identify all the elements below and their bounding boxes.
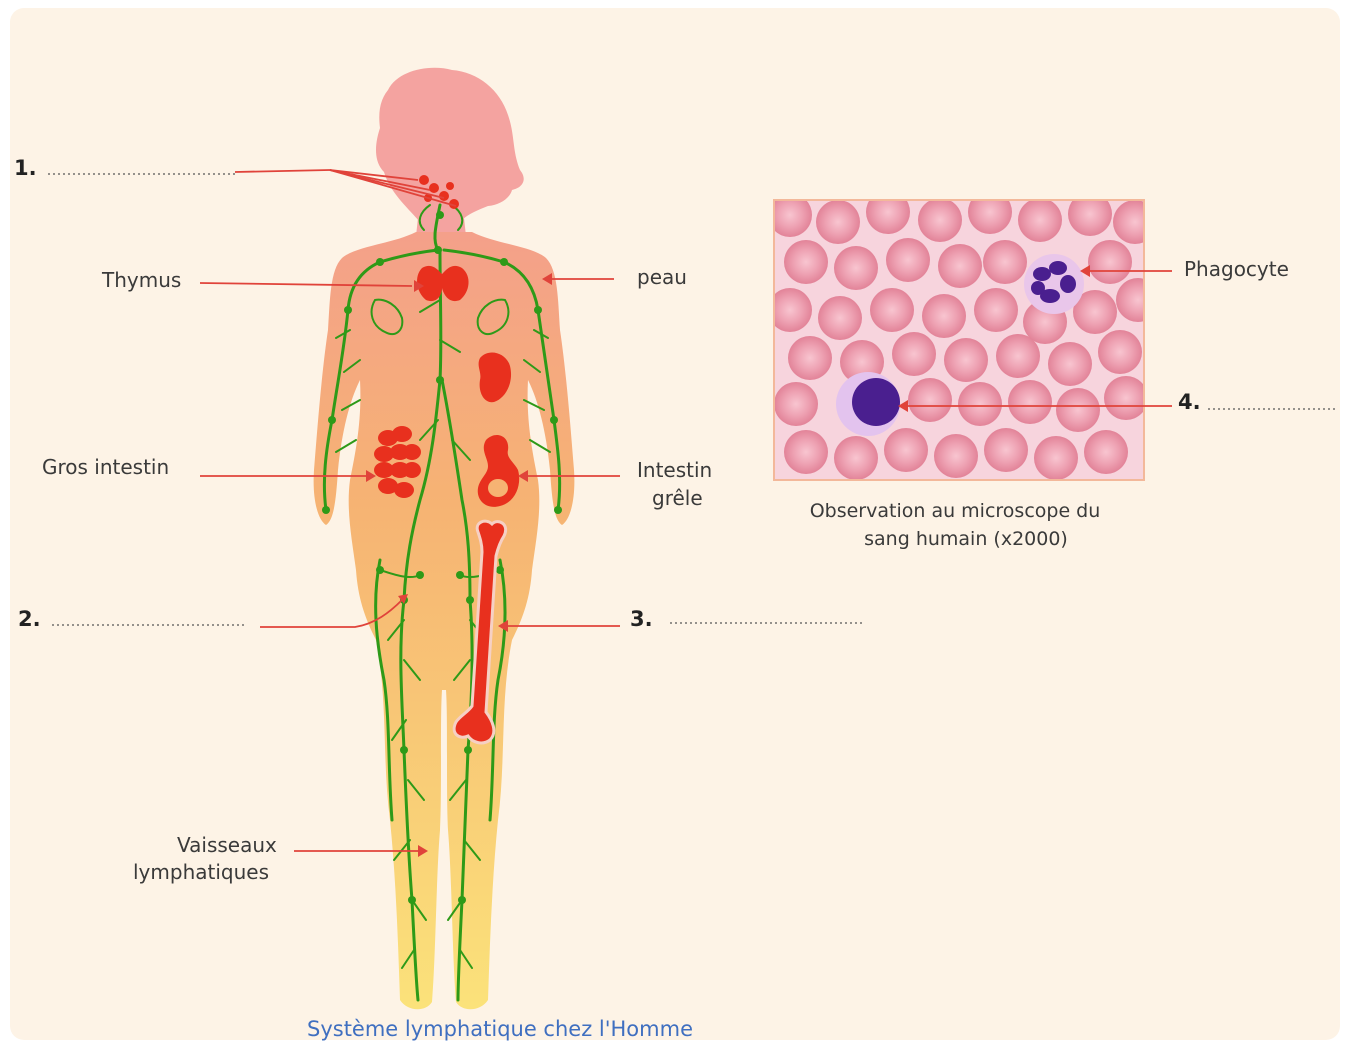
svg-text:2.: 2.	[18, 607, 41, 631]
svg-text:Observation au microscope du: Observation au microscope du	[810, 500, 1101, 522]
svg-text:Vaisseaux: Vaisseaux	[177, 833, 277, 857]
background-panel	[10, 8, 1340, 1040]
phagocyte-cell	[1024, 254, 1084, 314]
svg-text:4.: 4.	[1178, 390, 1201, 414]
lymphocyte-cell	[836, 372, 900, 436]
diagram-title: Système lymphatique chez l'Homme	[307, 1017, 693, 1041]
svg-text:peau: peau	[637, 265, 687, 289]
svg-text:lymphatiques: lymphatiques	[133, 860, 269, 884]
svg-text:Thymus: Thymus	[101, 268, 181, 292]
svg-text:sang humain (x2000): sang humain (x2000)	[864, 528, 1068, 550]
svg-text:grêle: grêle	[652, 486, 703, 510]
svg-text:Gros intestin: Gros intestin	[42, 455, 169, 479]
svg-text:1.: 1.	[14, 156, 37, 180]
svg-text:Intestin: Intestin	[637, 458, 712, 482]
svg-text:3.: 3.	[630, 607, 653, 631]
microscope-image	[768, 190, 1160, 480]
svg-text:Phagocyte: Phagocyte	[1184, 257, 1289, 281]
